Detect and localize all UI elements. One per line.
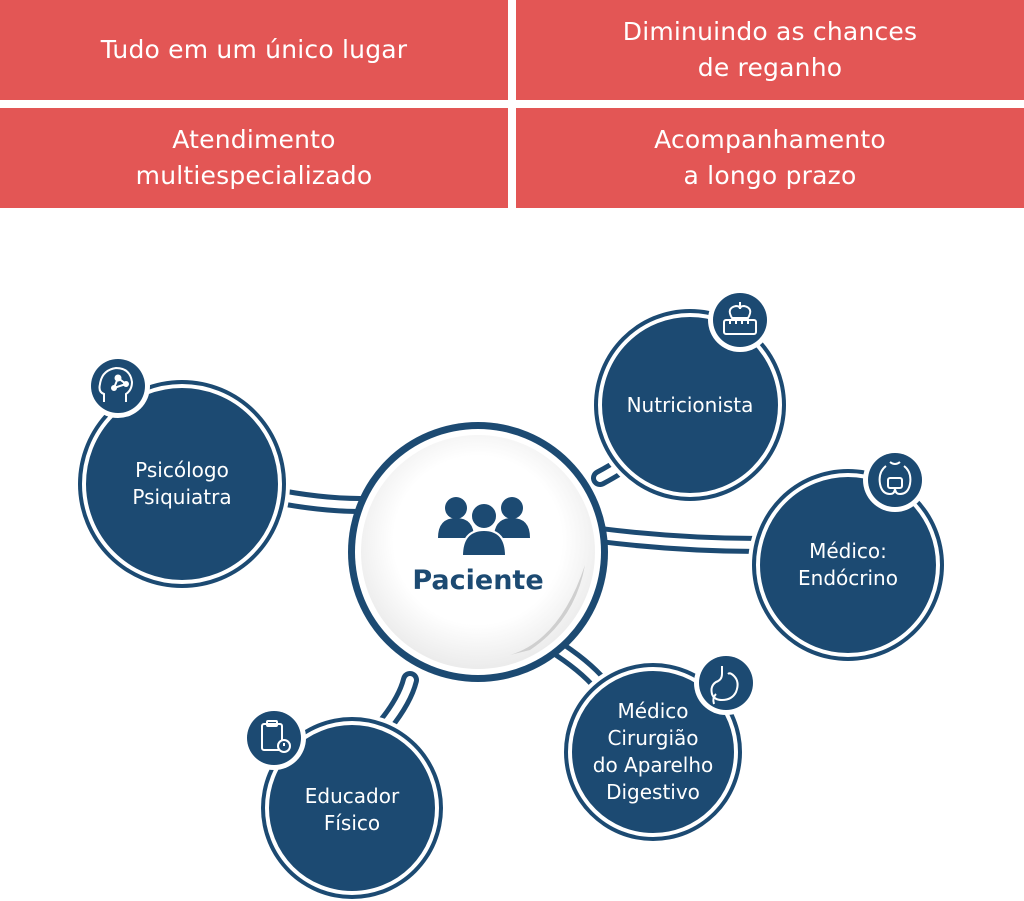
node-cirurgiao	[560, 651, 758, 845]
clipboard-stopwatch-icon	[261, 720, 291, 753]
benefit-tile-one-place: Tudo em um único lugar	[0, 0, 508, 100]
benefit-tile-text: Diminuindo as chances de reganho	[622, 17, 918, 82]
benefit-tile-text: Atendimento multiespecializado	[135, 125, 373, 190]
benefit-tile-multispecialty: Atendimento multiespecializado	[0, 108, 508, 208]
benefit-tile-text: Acompanhamento a longo prazo	[654, 125, 886, 190]
node-label-nutricionista: Nutricionista	[626, 392, 754, 417]
people-group-icon	[438, 497, 530, 557]
node-label-endocrino: Médico: Endócrino	[798, 539, 898, 590]
node-educador	[242, 706, 447, 901]
benefit-tile-long-term: Acompanhamento a longo prazo	[516, 108, 1024, 208]
node-psicologo	[74, 354, 290, 592]
node-label-cirurgiao: Médico Cirurgião do Aparelho Digestivo	[592, 699, 714, 804]
center-label: Paciente	[412, 565, 544, 596]
node-nutricionista	[590, 288, 790, 505]
node-label-educador: Educador Físico	[304, 784, 400, 835]
apple-scale-icon	[723, 302, 757, 335]
benefit-tile-text: Tudo em um único lugar	[100, 35, 408, 64]
node-label-psicologo: Psicólogo Psiquiatra	[132, 458, 232, 509]
stomach-icon	[710, 666, 739, 705]
thyroid-icon	[878, 461, 912, 496]
node-endocrino	[748, 448, 948, 665]
benefit-tile-regain: Diminuindo as chances de reganho	[516, 0, 1024, 100]
brain-network-icon	[98, 366, 134, 402]
